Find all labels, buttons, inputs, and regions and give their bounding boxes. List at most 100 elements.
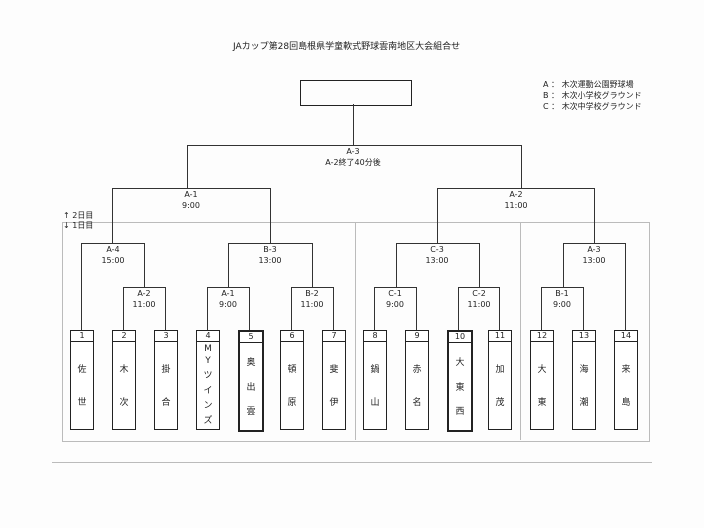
bracket-line (81, 243, 82, 330)
semi-game-label: A-2 11:00 (504, 189, 527, 211)
bracket-line (333, 287, 334, 330)
legend-sep: ： (551, 102, 560, 111)
frame-divider (520, 222, 521, 440)
bracket-line (291, 287, 333, 288)
bracket-line (144, 243, 145, 287)
bracket-line (123, 287, 124, 330)
team-name: 鍋山 (364, 342, 386, 428)
bracket-line (583, 287, 584, 330)
team-name-char: 大 (537, 365, 547, 375)
team-name: 掛合 (155, 342, 177, 428)
bracket-line (499, 287, 500, 330)
team-name-char: 東 (537, 398, 547, 408)
team-name-char: ン (203, 401, 213, 411)
game-code: B-1 (555, 289, 569, 298)
game-time: A-2終了40分後 (325, 158, 381, 167)
game-time: 15:00 (101, 256, 125, 265)
game-code: A-3 (346, 147, 360, 156)
round1-game-label: B-1 9:00 (553, 288, 571, 310)
champion-box (300, 80, 412, 106)
game-code: C-3 (430, 245, 444, 254)
bracket-line (374, 287, 416, 288)
game-time: 9:00 (182, 201, 200, 210)
legend-item: A ： 木次運動公園野球場 (543, 80, 634, 90)
team-name-char: Y (205, 356, 211, 366)
game-time: 11:00 (132, 300, 156, 309)
team-name: 大東西 (449, 343, 471, 429)
legend-key: A (543, 80, 549, 89)
team-number: 11 (489, 331, 511, 342)
team-name-char: 頓 (287, 365, 297, 375)
bracket-line (563, 243, 564, 287)
team-number: 1 (71, 331, 93, 342)
bracket-line (521, 145, 522, 188)
bracket-line (479, 243, 480, 287)
game-code: B-2 (305, 289, 319, 298)
game-time: 13:00 (582, 256, 606, 265)
team-name: 木次 (113, 342, 135, 428)
game-code: A-1 (184, 190, 198, 199)
team-name-char: 山 (370, 398, 380, 408)
bracket-line (458, 287, 499, 288)
team-name-char: 海 (579, 365, 589, 375)
team-name-char: 斐 (329, 365, 339, 375)
bracket-line (123, 287, 165, 288)
game-code: A-4 (106, 245, 120, 254)
team-name-char: 掛 (161, 365, 171, 375)
team-name-char: 大 (455, 357, 465, 368)
game-time: 13:00 (258, 256, 282, 265)
legend-sep: ： (551, 80, 560, 89)
team-name-char: 木 (119, 365, 129, 375)
team-name: 海潮 (573, 342, 595, 428)
game-time: 9:00 (386, 300, 404, 309)
team-name-char: 伊 (329, 398, 339, 408)
legend-item: B ： 木次小学校グラウンド (543, 91, 642, 101)
bracket-line (112, 188, 113, 243)
game-code: A-1 (221, 289, 235, 298)
page-border (52, 462, 652, 463)
bracket-line (396, 243, 479, 244)
bracket-line (353, 104, 354, 145)
team-number: 10 (449, 332, 471, 343)
team-number: 5 (240, 332, 262, 343)
game-time: 9:00 (219, 300, 237, 309)
team-name: 来島 (615, 342, 637, 428)
bracket-line (541, 287, 583, 288)
team-name-char: 名 (412, 398, 422, 408)
game-time: 9:00 (553, 300, 571, 309)
team-name: 赤名 (406, 342, 428, 428)
bracket-line (207, 287, 249, 288)
bracket-line (291, 287, 292, 330)
round1-game-label: A-1 9:00 (219, 288, 237, 310)
team-number: 9 (406, 331, 428, 342)
legend-key: C (543, 102, 549, 111)
team-name-char: 西 (455, 407, 465, 418)
game-code: A-2 (509, 190, 523, 199)
legend-item: C ： 木次中学校グラウンド (543, 102, 642, 112)
bracket-line (374, 287, 375, 330)
team-name: 頓原 (281, 342, 303, 428)
bracket-line (81, 243, 144, 244)
bracket-line (563, 243, 625, 244)
game-time: 11:00 (504, 201, 528, 210)
team-name-char: 潮 (579, 398, 589, 408)
team-name-char: イ (203, 386, 213, 396)
bracket-line (228, 243, 312, 244)
team-name-char: 奥 (246, 357, 256, 368)
team-number: 2 (113, 331, 135, 342)
